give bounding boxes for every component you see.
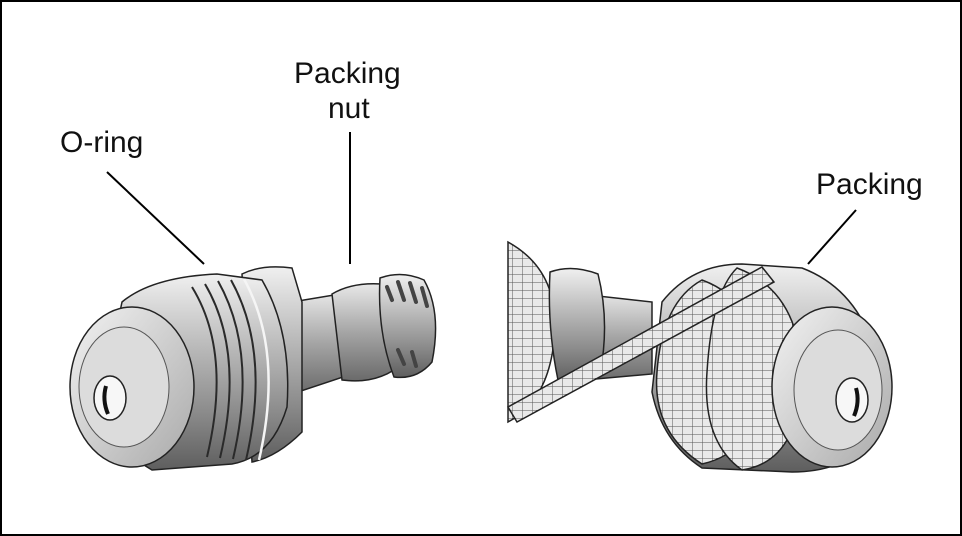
packing-nut-label-line1: Packing xyxy=(294,57,401,90)
o-ring-label: O-ring xyxy=(60,126,144,159)
right-valve-stem xyxy=(506,240,893,473)
left-valve-stem xyxy=(69,266,437,471)
packing-leader-line xyxy=(807,209,857,265)
packing-nut-label-line2: nut xyxy=(328,92,370,125)
packing-label: Packing xyxy=(816,168,923,201)
o-ring-leader-line xyxy=(106,171,205,265)
